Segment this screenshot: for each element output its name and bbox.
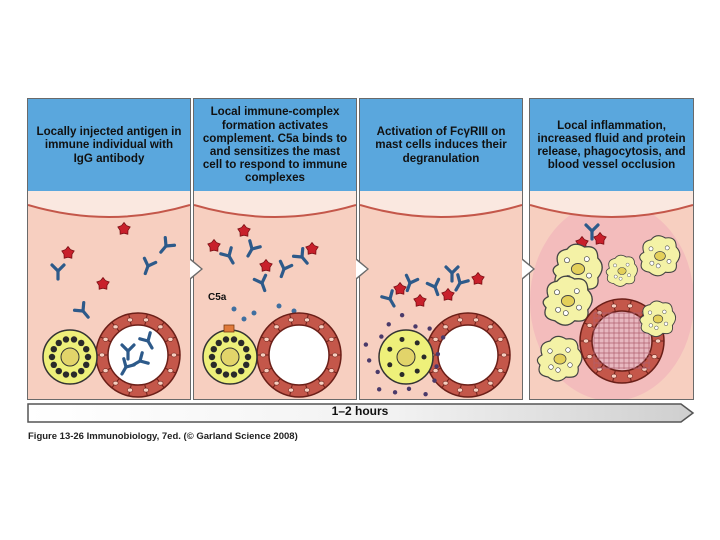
c5a-receptor bbox=[223, 324, 235, 333]
antibody-icon bbox=[425, 277, 441, 297]
panel-2-header: Local immune-complex formation activates… bbox=[194, 99, 356, 192]
panel-3-to-4-arrow bbox=[522, 260, 533, 278]
antigen-icon bbox=[471, 271, 485, 285]
antigen-icon bbox=[259, 258, 273, 272]
macrophage bbox=[605, 254, 638, 287]
panel-1-title: Locally injected antigen in immune indiv… bbox=[36, 125, 182, 165]
antigen-icon bbox=[117, 221, 131, 235]
antibody-icon bbox=[120, 343, 136, 361]
antibody-icon bbox=[50, 263, 66, 281]
antibody-icon bbox=[291, 246, 309, 265]
panel-4-scene bbox=[530, 191, 693, 399]
antigen-icon bbox=[237, 223, 251, 237]
antibody-icon bbox=[246, 239, 262, 258]
blood-vessel bbox=[95, 312, 181, 398]
c5a-molecule bbox=[276, 303, 282, 309]
c5a-label: C5a bbox=[208, 292, 227, 303]
panel-2-title: Local immune-complex formation activates… bbox=[202, 105, 348, 185]
antigen-icon bbox=[61, 245, 75, 259]
panel-complex-formation: Local immune-complex formation activates… bbox=[193, 98, 357, 400]
antigen-icon bbox=[593, 231, 607, 245]
antibody-icon bbox=[120, 357, 136, 376]
antibody-icon bbox=[278, 259, 294, 279]
panel-2-to-3-arrow bbox=[356, 260, 367, 278]
antibody-icon bbox=[219, 246, 235, 265]
antigen-icon bbox=[96, 276, 110, 290]
panel-4-header: Local inflammation, increased fluid and … bbox=[530, 99, 693, 192]
timeline-arrow bbox=[27, 403, 695, 423]
panel-4-title: Local inflammation, increased fluid and … bbox=[537, 118, 686, 172]
antigen-icon bbox=[441, 287, 455, 301]
macrophage bbox=[542, 275, 593, 326]
antibody-icon bbox=[72, 300, 90, 319]
c5a-molecule bbox=[231, 306, 237, 312]
panel-antigen-injection: Locally injected antigen in immune indiv… bbox=[27, 98, 191, 400]
c5a-molecule bbox=[251, 310, 257, 316]
antibody-icon bbox=[380, 289, 396, 308]
occluded-blood-vessel bbox=[579, 298, 665, 384]
macrophage bbox=[536, 335, 583, 382]
blood-vessel bbox=[425, 312, 511, 398]
antibody-icon bbox=[159, 235, 177, 254]
mast-cell bbox=[42, 329, 98, 385]
antibody-icon bbox=[454, 273, 470, 292]
antibody-icon bbox=[444, 265, 460, 283]
panel-3-scene bbox=[360, 191, 522, 399]
panel-degranulation: Activation of FcγRIII on mast cells indu… bbox=[359, 98, 523, 400]
antibody-icon bbox=[138, 331, 154, 350]
panel-1-to-2-arrow bbox=[190, 260, 201, 278]
panel-2-scene bbox=[194, 191, 356, 399]
macrophage bbox=[639, 235, 681, 277]
timeline-label: 1–2 hours bbox=[331, 404, 389, 418]
antigen-icon bbox=[393, 281, 407, 295]
panel-inflammation: Local inflammation, increased fluid and … bbox=[529, 98, 694, 400]
antigen-icon bbox=[305, 241, 319, 255]
figure-caption: Figure 13-26 Immunobiology, 7ed. (© Garl… bbox=[28, 431, 298, 442]
mast-cell bbox=[363, 312, 446, 397]
antibody-icon bbox=[142, 256, 158, 276]
c5a-molecule bbox=[291, 308, 297, 314]
macrophage bbox=[639, 300, 677, 338]
c5a-molecule bbox=[241, 316, 247, 322]
panel-3-header: Activation of FcγRIII on mast cells indu… bbox=[360, 99, 522, 192]
panel-1-scene bbox=[28, 191, 190, 399]
blood-vessel bbox=[256, 312, 342, 398]
antigen-icon bbox=[413, 293, 427, 307]
panel-3-title: Activation of FcγRIII on mast cells indu… bbox=[375, 125, 507, 165]
panel-1-header: Locally injected antigen in immune indiv… bbox=[28, 99, 190, 192]
antigen-icon bbox=[207, 238, 221, 252]
antibody-icon bbox=[584, 223, 600, 241]
antibody-icon bbox=[404, 273, 420, 293]
mast-cell bbox=[202, 329, 258, 385]
antibody-icon bbox=[252, 273, 268, 293]
